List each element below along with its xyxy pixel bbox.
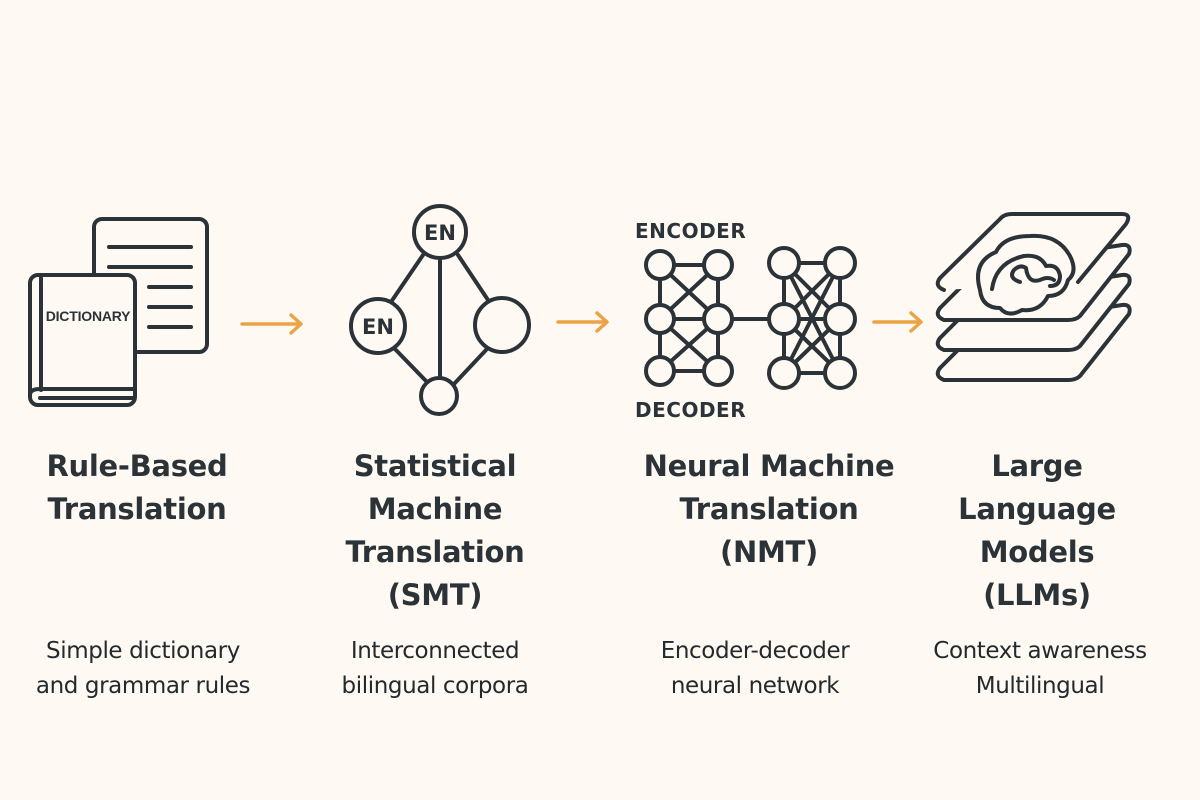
desc-line: Simple dictionary [46, 638, 240, 664]
stage-title-smt: Statistical Machine Translation (SMT) [305, 445, 565, 617]
decoder-nodes [767, 246, 857, 390]
stage-desc-nmt: Encoder-decoder neural network [615, 634, 895, 704]
stage-desc-smt: Interconnected bilingual corpora [295, 634, 575, 704]
title-line: Translation [679, 492, 859, 526]
title-line: Rule-Based [46, 449, 228, 483]
node-label-left: EN [362, 315, 394, 339]
title-line: Machine [367, 492, 503, 526]
stage-title-llm: Large Language Models (LLMs) [907, 445, 1167, 617]
title-line: Translation [47, 492, 227, 526]
stage-title-rule-based: Rule-Based Translation [7, 445, 267, 531]
desc-line: and grammar rules [35, 673, 251, 699]
title-line: (SMT) [387, 578, 483, 612]
graph-node-left: EN [349, 297, 407, 355]
stage-desc-llm: Context awareness Multilingual [900, 634, 1180, 704]
desc-line: Encoder-decoder [660, 638, 850, 664]
desc-line: neural network [670, 673, 840, 699]
decoder-label: DECODER [635, 398, 746, 422]
brain-shape [976, 233, 1076, 316]
graph-node-right [473, 296, 531, 354]
title-line: Neural Machine [643, 449, 895, 483]
title-line: Models [979, 535, 1095, 569]
title-line: Statistical [353, 449, 517, 483]
desc-line: Multilingual [975, 673, 1105, 699]
arrow-right-icon [872, 311, 923, 333]
arrow-right-icon [240, 313, 303, 335]
encoder-nodes [644, 249, 734, 387]
title-line: Translation [345, 535, 525, 569]
encoder-label: ENCODER [635, 219, 746, 243]
node-label-top: EN [424, 221, 456, 245]
dictionary-label: DICTIONARY [46, 308, 131, 324]
graph-node-bottom [419, 376, 459, 416]
graph-edges [389, 253, 490, 386]
title-line: Large [991, 449, 1083, 483]
desc-line: bilingual corpora [341, 673, 529, 699]
graph-node-top: EN [412, 204, 468, 260]
title-line: Language [958, 492, 1116, 526]
stage-title-nmt: Neural Machine Translation (NMT) [629, 445, 909, 574]
stage-desc-rule-based: Simple dictionary and grammar rules [3, 634, 283, 704]
arrow-right-icon [556, 311, 609, 333]
title-line: (LLMs) [983, 578, 1091, 612]
desc-line: Interconnected [350, 638, 520, 664]
desc-line: Context awareness [933, 638, 1147, 664]
title-line: (NMT) [720, 535, 818, 569]
book-icon: DICTIONARY [28, 273, 137, 407]
